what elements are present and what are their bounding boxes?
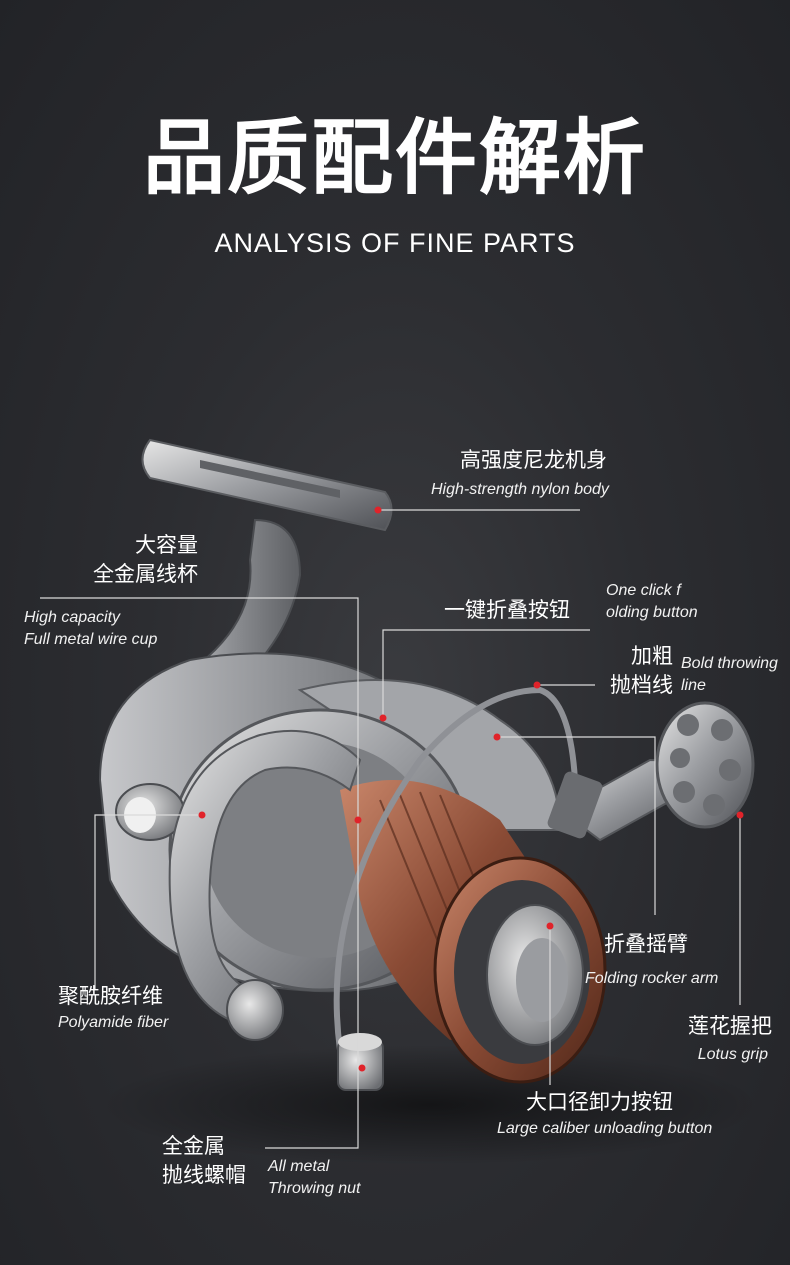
marker-folding-button [379, 714, 387, 722]
callout-rocker-en: Folding rocker arm [585, 970, 719, 987]
leader-fiber [94, 814, 202, 990]
callout-body-zh: 高强度尼龙机身 [460, 448, 607, 472]
callout-folding-button-zh: 一键折叠按钮 [444, 598, 570, 622]
bail-arm [168, 729, 362, 1022]
callout-fiber-zh: 聚酰胺纤维 [58, 984, 163, 1008]
leader-spool [40, 597, 359, 820]
callout-folding-button-en-1: One click f [606, 582, 681, 599]
marker-grip [736, 811, 744, 819]
callout-spool-zh-1: 大容量 [135, 533, 198, 557]
callout-spool-en-1: High capacity [24, 609, 121, 626]
callout-bail-en-1: Bold throwing [681, 655, 778, 672]
callout-grip-zh: 莲花握把 [688, 1014, 772, 1038]
callout-bail-en-2: line [681, 677, 706, 694]
marker-spool [354, 816, 362, 824]
callout-fiber-en: Polyamide fiber [58, 1014, 169, 1031]
marker-drag [546, 922, 554, 930]
leader-rocker [497, 736, 656, 915]
reel-shadow [100, 1045, 760, 1165]
callout-spool-zh-2: 全金属线杯 [93, 562, 198, 586]
callout-bail-zh-2: 抛档线 [610, 673, 673, 697]
callout-nut-en-2: Throwing nut [268, 1180, 361, 1197]
bail-wire [333, 686, 578, 1053]
marker-bail [533, 681, 541, 689]
page-title: 品质配件解析 [142, 111, 647, 206]
callout-nut-zh-1: 全金属 [162, 1134, 225, 1158]
callout-folding-button-en-2: olding button [606, 604, 698, 621]
leader-nut [265, 820, 359, 1149]
marker-rocker [493, 733, 501, 741]
callout-drag-en: Large caliber unloading button [497, 1120, 713, 1137]
marker-nut [358, 1064, 366, 1072]
page-subtitle: ANALYSIS OF FINE PARTS [214, 228, 576, 258]
callout-drag-zh: 大口径卸力按钮 [526, 1090, 673, 1114]
callout-spool-en-2: Full metal wire cup [24, 631, 158, 648]
marker-body [374, 506, 382, 514]
callout-body-en: High-strength nylon body [431, 481, 609, 498]
callout-nut-en-1: All metal [268, 1158, 330, 1175]
marker-fiber [198, 811, 206, 819]
callout-grip-en: Lotus grip [697, 1046, 768, 1063]
reel-foot [141, 438, 393, 532]
callout-nut-zh-2: 抛线螺帽 [162, 1163, 246, 1187]
callout-rocker-zh: 折叠摇臂 [604, 932, 688, 956]
callout-bail-zh-1: 加粗 [631, 644, 673, 668]
leader-folding-button [382, 629, 590, 718]
